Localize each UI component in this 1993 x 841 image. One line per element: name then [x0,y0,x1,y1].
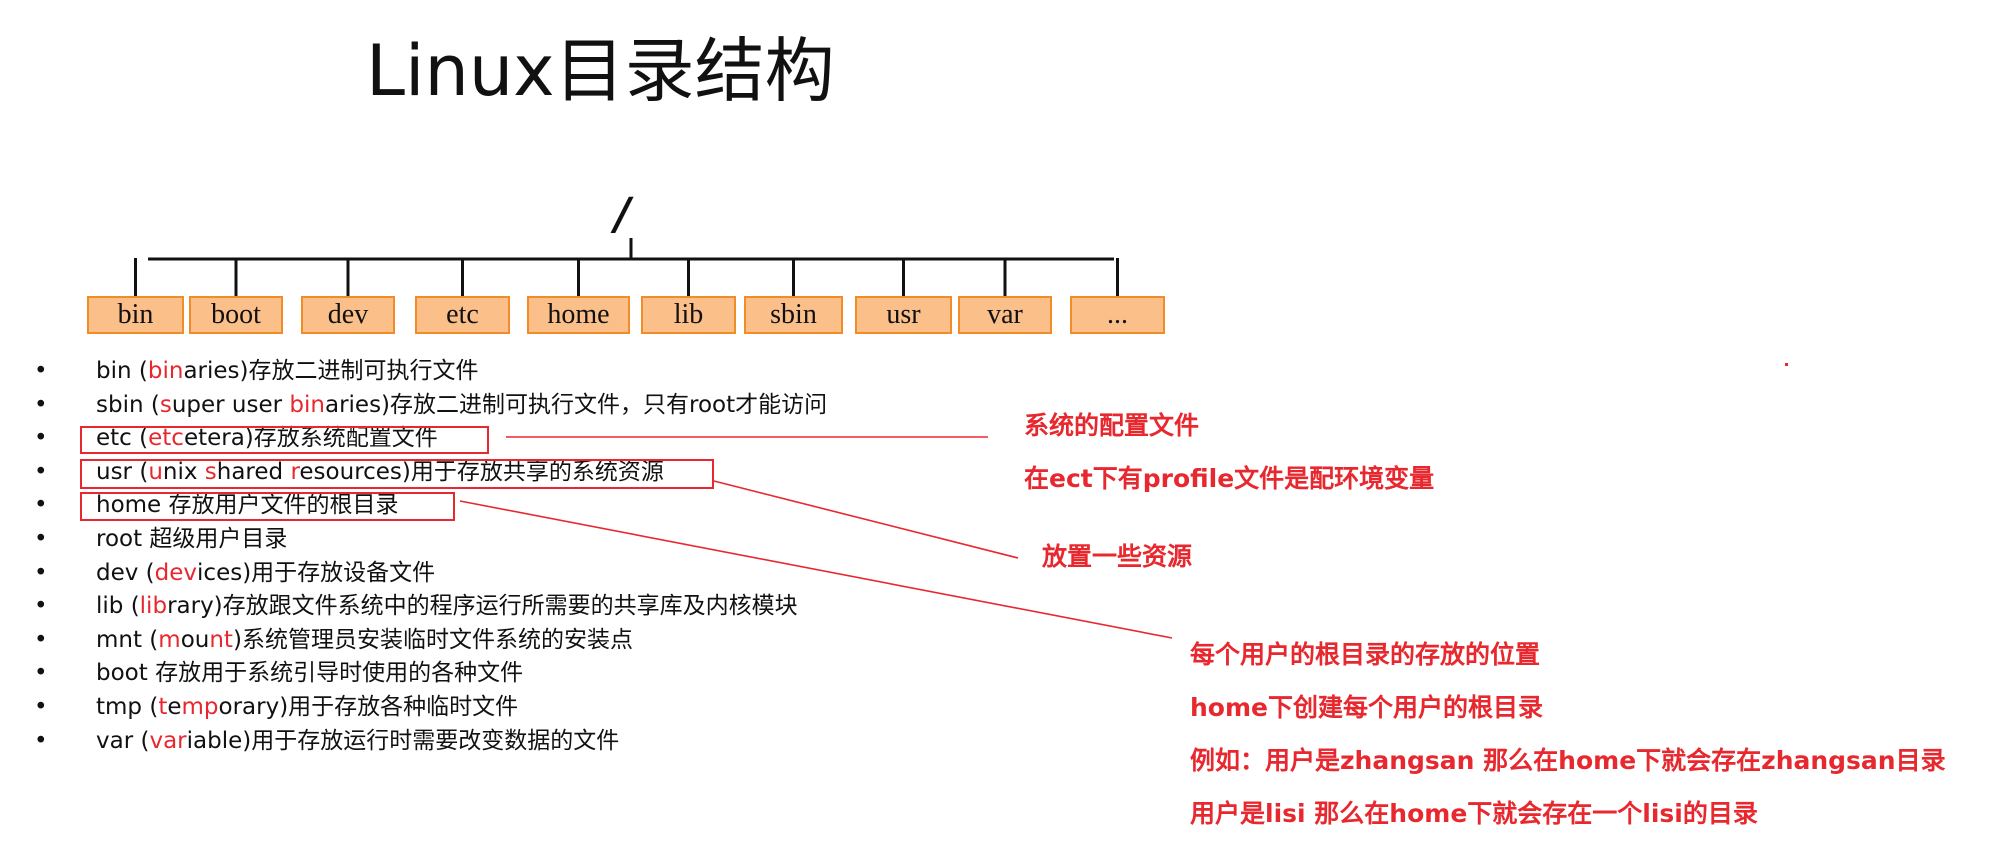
dir-box-sbin: sbin [744,296,843,334]
list-item-text: var (variable)用于存放运行时需要改变数据的文件 [96,725,619,759]
list-item-text: tmp (temporary)用于存放各种临时文件 [96,691,518,725]
list-item-segment: aries)存放二进制可执行文件 [183,358,479,384]
list-item-segment: uper user [171,391,290,418]
list-item-segment: )系统管理员安装临时文件系统的安装点 [232,626,633,653]
list-item-segment: mnt ( [96,626,159,653]
list-item-segment: bin [147,358,184,384]
list-item-text: root 超级用户目录 [96,523,287,557]
list-item-segment: dev ( [96,559,155,586]
list-item-segment: lib [139,593,168,620]
list-item-segment: r [290,458,300,485]
list-item-segment: bin [289,391,325,418]
list-item-segment: nt [209,626,233,653]
list-item-segment: bin ( [96,358,148,384]
home-annotation-4: 用户是lisi 那么在home下就会存在一个lisi的目录 [1190,799,1758,828]
dir-box-bin: bin [87,296,184,334]
list-item-segment: e [167,693,182,720]
list-item-segment: t [158,693,168,720]
list-item-segment: rary)存放跟文件系统中的程序运行所需要的共享库及内核模块 [167,593,798,620]
bullet-icon: • [34,425,48,452]
list-item-text: bin (binaries)存放二进制可执行文件 [96,355,478,389]
list-item-segment: ices)用于存放设备文件 [197,559,436,586]
list-item-segment: etc ( [96,425,149,452]
dir-box-lib: lib [641,296,736,334]
bullet-icon: • [34,458,48,485]
list-item-segment: mp [181,693,219,720]
list-item-segment: iable)用于存放运行时需要改变数据的文件 [186,727,620,754]
list-item-segment: etc [148,425,184,452]
dir-box-more: ... [1070,296,1165,334]
bullet-icon: • [34,593,48,620]
bullet-icon: • [34,660,48,687]
bullet-icon: • [34,626,48,653]
dir-box-etc: etc [415,296,510,334]
list-item-segment: var [149,727,187,754]
dir-box-dev: dev [301,296,395,334]
dir-box-home: home [527,296,630,334]
list-item-text: usr (unix shared resources)用于存放共享的系统资源 [96,456,664,490]
list-item-segment: ou [180,626,210,653]
home-callout-line [459,500,1173,639]
root-directory-label: / [614,189,631,240]
list-item-segment: etera)存放系统配置文件 [183,425,438,452]
dir-box-usr: usr [855,296,952,334]
usr-callout-line [713,480,1019,559]
dir-box-boot: boot [189,296,283,334]
usr-highlight-box [80,459,714,489]
page-title: Linux目录结构 [366,30,835,112]
list-item-segment: nix [162,458,205,485]
list-item-segment: orary)用于存放各种临时文件 [218,693,519,720]
list-item-segment: tmp ( [96,693,159,720]
list-item-text: home 存放用户文件的根目录 [96,489,399,523]
home-highlight-box [80,492,455,521]
list-item-segment: aries)存放二进制可执行文件，只有root才能访问 [324,391,828,418]
bullet-icon: • [34,559,48,586]
bullet-icon: • [34,391,48,418]
list-item-segment: esources)用于存放共享的系统资源 [299,458,664,485]
list-item-segment: hared [216,458,291,485]
list-item-segment: lib ( [96,593,140,620]
list-item-segment: u [148,458,163,485]
list-item-segment: usr ( [96,458,149,485]
dir-box-var: var [958,296,1052,334]
list-item-segment: s [204,458,217,485]
bullet-icon: • [34,525,48,552]
bullet-icon: • [34,358,48,384]
list-item-segment: home 存放用户文件的根目录 [96,492,399,519]
etc-annotation-2: 在ect下有profile文件是配环境变量 [1024,464,1435,493]
list-item-text: lib (library)存放跟文件系统中的程序运行所需要的共享库及内核模块 [96,590,798,624]
list-item-segment: sbin ( [96,391,160,418]
list-item-segment: boot 存放用于系统引导时使用的各种文件 [96,660,524,687]
usr-annotation: 放置一些资源 [1042,542,1193,571]
home-annotation-3: 例如：用户是zhangsan 那么在home下就会存在zhangsan目录 [1190,746,1946,775]
list-item-text: dev (devices)用于存放设备文件 [96,557,435,591]
bullet-icon: • [34,492,48,519]
list-item-segment: root 超级用户目录 [96,525,288,552]
etc-annotation-1: 系统的配置文件 [1024,411,1200,440]
bullet-icon: • [34,727,48,754]
etc-highlight-box [80,426,489,454]
list-item-segment: var ( [96,727,150,754]
list-item-segment: dev [154,559,198,586]
bullet-icon: • [34,693,48,720]
list-item-segment: s [159,391,172,418]
list-item-segment: m [158,626,181,653]
list-item-text: mnt (mount)系统管理员安装临时文件系统的安装点 [96,624,633,658]
list-item-text: sbin (super user binaries)存放二进制可执行文件，只有r… [96,389,827,423]
list-item-text: boot 存放用于系统引导时使用的各种文件 [96,657,523,691]
list-item-text: etc (etcetera)存放系统配置文件 [96,422,438,456]
home-annotation-1: 每个用户的根目录的存放的位置 [1190,640,1541,669]
stray-red-mark [1785,363,1788,366]
home-annotation-2: home下创建每个用户的根目录 [1190,693,1543,722]
